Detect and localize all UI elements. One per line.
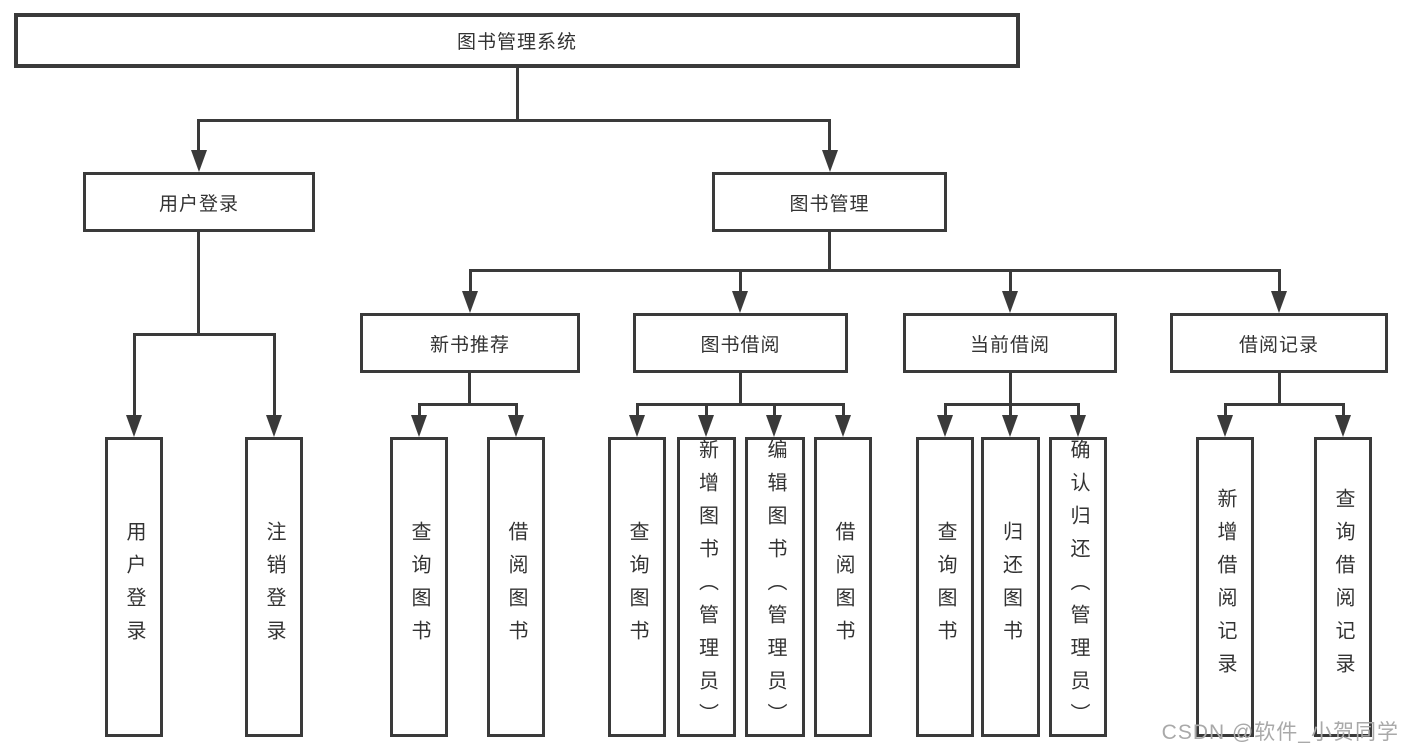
leaf-query-books-borrowing: 查询图书 (608, 437, 666, 737)
connector-bookmgmt-drop-1 (469, 269, 472, 293)
connector-bookmgmt-rail (469, 269, 1281, 272)
leaf-query-books-borrowing-label: 查询图书 (626, 521, 648, 653)
connector-borrowing-drop-4 (842, 403, 845, 417)
arrowhead-down (1217, 415, 1233, 437)
leaf-query-borrow-record: 查询借阅记录 (1314, 437, 1372, 737)
connector-bookmgmt-drop-4 (1278, 269, 1281, 293)
connector-userlogin-drop-right (273, 333, 276, 417)
leaf-borrow-books-recommend: 借阅图书 (487, 437, 545, 737)
leaf-borrow-books: 借阅图书 (814, 437, 872, 737)
arrowhead-down (698, 415, 714, 437)
node-current-borrowing-label: 当前借阅 (969, 334, 1050, 356)
connector-records-drop-1 (1224, 403, 1227, 417)
arrowhead-down (629, 415, 645, 437)
arrowhead-down (1070, 415, 1086, 437)
arrowhead-down (766, 415, 782, 437)
node-root: 图书管理系统 (14, 13, 1020, 68)
node-book-borrowing: 图书借阅 (633, 313, 848, 373)
leaf-user-login-label: 用户登录 (123, 521, 145, 653)
arrowhead-down (1335, 415, 1351, 437)
connector-root-stem (516, 68, 519, 121)
leaf-add-borrow-record: 新增借阅记录 (1196, 437, 1254, 737)
connector-newbook-stem (468, 373, 471, 406)
connector-userlogin-stem (197, 232, 200, 336)
node-new-book-recommend: 新书推荐 (360, 313, 580, 373)
arrowhead-down (462, 291, 478, 313)
leaf-borrow-books-label: 借阅图书 (832, 521, 854, 653)
leaf-return-books: 归还图书 (981, 437, 1040, 737)
connector-borrowing-rail (636, 403, 845, 406)
arrowhead-down (1271, 291, 1287, 313)
connector-borrowing-drop-1 (636, 403, 639, 417)
connector-newbook-rail (418, 403, 518, 406)
leaf-edit-books-admin: 编辑图书（管理员） (745, 437, 805, 737)
leaf-confirm-return-admin-label: 确认归还（管理员） (1067, 438, 1089, 736)
arrowhead-down (411, 415, 427, 437)
leaf-borrow-books-recommend-label: 借阅图书 (505, 521, 527, 653)
node-borrowing-records-label: 借阅记录 (1238, 334, 1319, 356)
connector-current-drop-2 (1009, 403, 1012, 417)
leaf-add-books-admin: 新增图书（管理员） (677, 437, 736, 737)
connector-userlogin-rail (133, 333, 276, 336)
connector-root-drop-left (197, 119, 200, 152)
node-user-login-label: 用户登录 (158, 193, 239, 215)
arrowhead-down (822, 150, 838, 172)
arrowhead-down (508, 415, 524, 437)
arrowhead-down (266, 415, 282, 437)
csdn-watermark: CSDN @软件_小贺同学 (1161, 721, 1399, 744)
connector-records-stem (1278, 373, 1281, 406)
leaf-query-books-current-label: 查询图书 (934, 521, 956, 653)
connector-borrowing-drop-2 (705, 403, 708, 417)
connector-bookmgmt-drop-2 (739, 269, 742, 293)
arrowhead-down (835, 415, 851, 437)
leaf-return-books-label: 归还图书 (999, 521, 1022, 653)
connector-records-rail (1224, 403, 1345, 406)
leaf-query-books-recommend-label: 查询图书 (408, 521, 430, 653)
node-book-management-label: 图书管理 (789, 193, 870, 215)
connector-newbook-drop-1 (418, 403, 421, 417)
arrowhead-down (126, 415, 142, 437)
leaf-add-borrow-record-label: 新增借阅记录 (1214, 488, 1236, 686)
node-book-borrowing-label: 图书借阅 (700, 334, 781, 356)
leaf-logout: 注销登录 (245, 437, 303, 737)
leaf-query-borrow-record-label: 查询借阅记录 (1332, 488, 1354, 686)
connector-borrowing-stem (739, 373, 742, 406)
leaf-add-books-admin-label: 新增图书（管理员） (695, 438, 718, 736)
node-borrowing-records: 借阅记录 (1170, 313, 1388, 373)
arrowhead-down (191, 150, 207, 172)
leaf-query-books-current: 查询图书 (916, 437, 974, 737)
leaf-user-login: 用户登录 (105, 437, 163, 737)
connector-userlogin-drop-left (133, 333, 136, 417)
leaf-logout-label: 注销登录 (263, 521, 285, 653)
node-new-book-recommend-label: 新书推荐 (429, 334, 510, 356)
connector-newbook-drop-2 (515, 403, 518, 417)
connector-current-rail (944, 403, 1080, 406)
leaf-query-books-recommend: 查询图书 (390, 437, 448, 737)
node-user-login: 用户登录 (83, 172, 315, 232)
arrowhead-down (937, 415, 953, 437)
node-root-label: 图书管理系统 (456, 32, 577, 53)
node-book-management: 图书管理 (712, 172, 947, 232)
connector-root-drop-right (828, 119, 831, 152)
node-current-borrowing: 当前借阅 (903, 313, 1117, 373)
arrowhead-down (1002, 415, 1018, 437)
connector-records-drop-2 (1342, 403, 1345, 417)
arrowhead-down (732, 291, 748, 313)
connector-current-drop-1 (944, 403, 947, 417)
connector-borrowing-drop-3 (773, 403, 776, 417)
connector-bookmgmt-drop-3 (1009, 269, 1012, 293)
connector-current-stem (1009, 373, 1012, 406)
connector-current-drop-3 (1077, 403, 1080, 417)
connector-bookmgmt-stem (828, 232, 831, 271)
leaf-edit-books-admin-label: 编辑图书（管理员） (764, 438, 786, 736)
arrowhead-down (1002, 291, 1018, 313)
connector-root-rail (197, 119, 831, 122)
leaf-confirm-return-admin: 确认归还（管理员） (1049, 437, 1107, 737)
